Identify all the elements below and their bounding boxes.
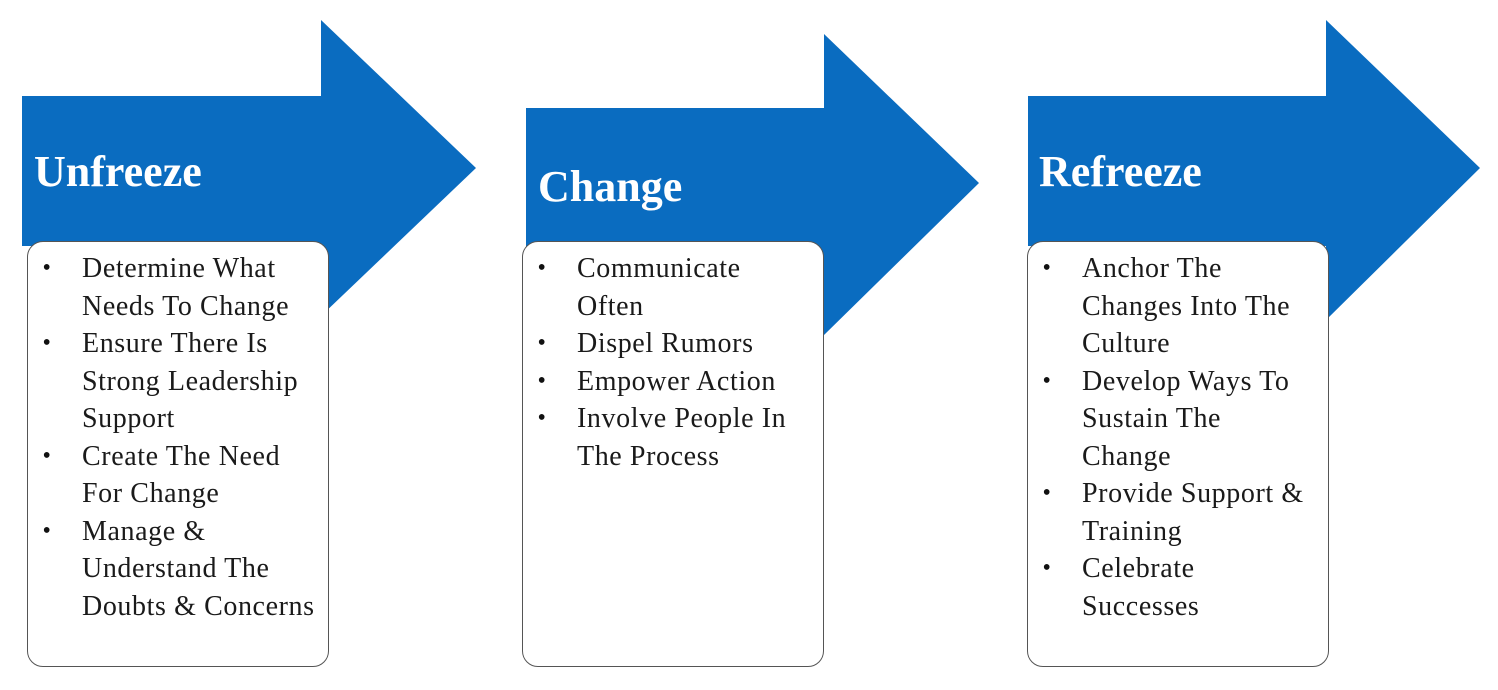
list-item: • Involve People In The Process: [533, 400, 811, 475]
unfreeze-card: • Determine What Needs To Change • Ensure …: [27, 241, 329, 667]
bullet-icon: •: [1042, 255, 1052, 281]
list-item: • Determine What Needs To Change: [38, 250, 316, 325]
change-card: • Communicate Often • Dispel Rumors • Empow…: [522, 241, 824, 667]
bullet-icon: •: [42, 517, 52, 544]
bullet-icon: •: [1042, 367, 1052, 394]
unfreeze-title: Unfreeze: [34, 147, 202, 196]
list-item: • Empower Action: [533, 363, 811, 401]
list-item: • Develop Ways To Sustain The Change: [1038, 363, 1316, 476]
list-item-text: Develop Ways To Sustain The Change: [1082, 365, 1290, 472]
bullet-icon: •: [42, 330, 52, 356]
change-title: Change: [538, 162, 683, 211]
list-item: • Ensure There Is Strong Leadership Suppo…: [38, 325, 316, 438]
list-item-text: Determine What Needs To Change: [82, 253, 290, 322]
bullet-icon: •: [1042, 555, 1052, 581]
list-item-text: Manage & Understand The Doubts & Concern…: [82, 515, 315, 622]
list-item: • Celebrate Successes: [1038, 550, 1316, 625]
bullet-icon: •: [1042, 480, 1052, 506]
unfreeze-list: • Determine What Needs To Change • Ensure …: [38, 250, 316, 625]
bullet-icon: •: [537, 405, 547, 431]
refreeze-list: • Anchor The Changes Into The Culture • De…: [1038, 250, 1316, 625]
list-item-text: Empower Action: [577, 365, 776, 397]
list-item-text: Provide Support & Training: [1082, 478, 1304, 547]
bullet-icon: •: [537, 330, 547, 356]
list-item-text: Dispel Rumors: [577, 328, 754, 359]
list-item: • Communicate Often: [533, 250, 811, 325]
list-item: • Manage & Understand The Doubts & Concer…: [38, 513, 316, 626]
list-item-text: Create The Need For Change: [82, 440, 281, 510]
bullet-icon: •: [537, 255, 547, 281]
list-item-text: Anchor The Changes Into The Culture: [1082, 253, 1291, 359]
list-item: • Dispel Rumors: [533, 325, 811, 363]
bullet-icon: •: [42, 255, 52, 281]
change-list: • Communicate Often • Dispel Rumors • Empow…: [533, 250, 811, 475]
refreeze-title: Refreeze: [1039, 147, 1202, 196]
list-item-text: Communicate Often: [577, 253, 741, 322]
list-item-text: Celebrate Successes: [1082, 553, 1200, 622]
refreeze-card: • Anchor The Changes Into The Culture • De…: [1027, 241, 1329, 667]
bullet-icon: •: [537, 367, 547, 394]
list-item-text: Involve People In The Process: [577, 403, 787, 472]
bullet-icon: •: [42, 442, 52, 469]
list-item-text: Ensure There Is Strong Leadership Suppor…: [82, 328, 299, 434]
list-item: • Create The Need For Change: [38, 438, 316, 513]
list-item: • Provide Support & Training: [1038, 475, 1316, 550]
list-item: • Anchor The Changes Into The Culture: [1038, 250, 1316, 363]
